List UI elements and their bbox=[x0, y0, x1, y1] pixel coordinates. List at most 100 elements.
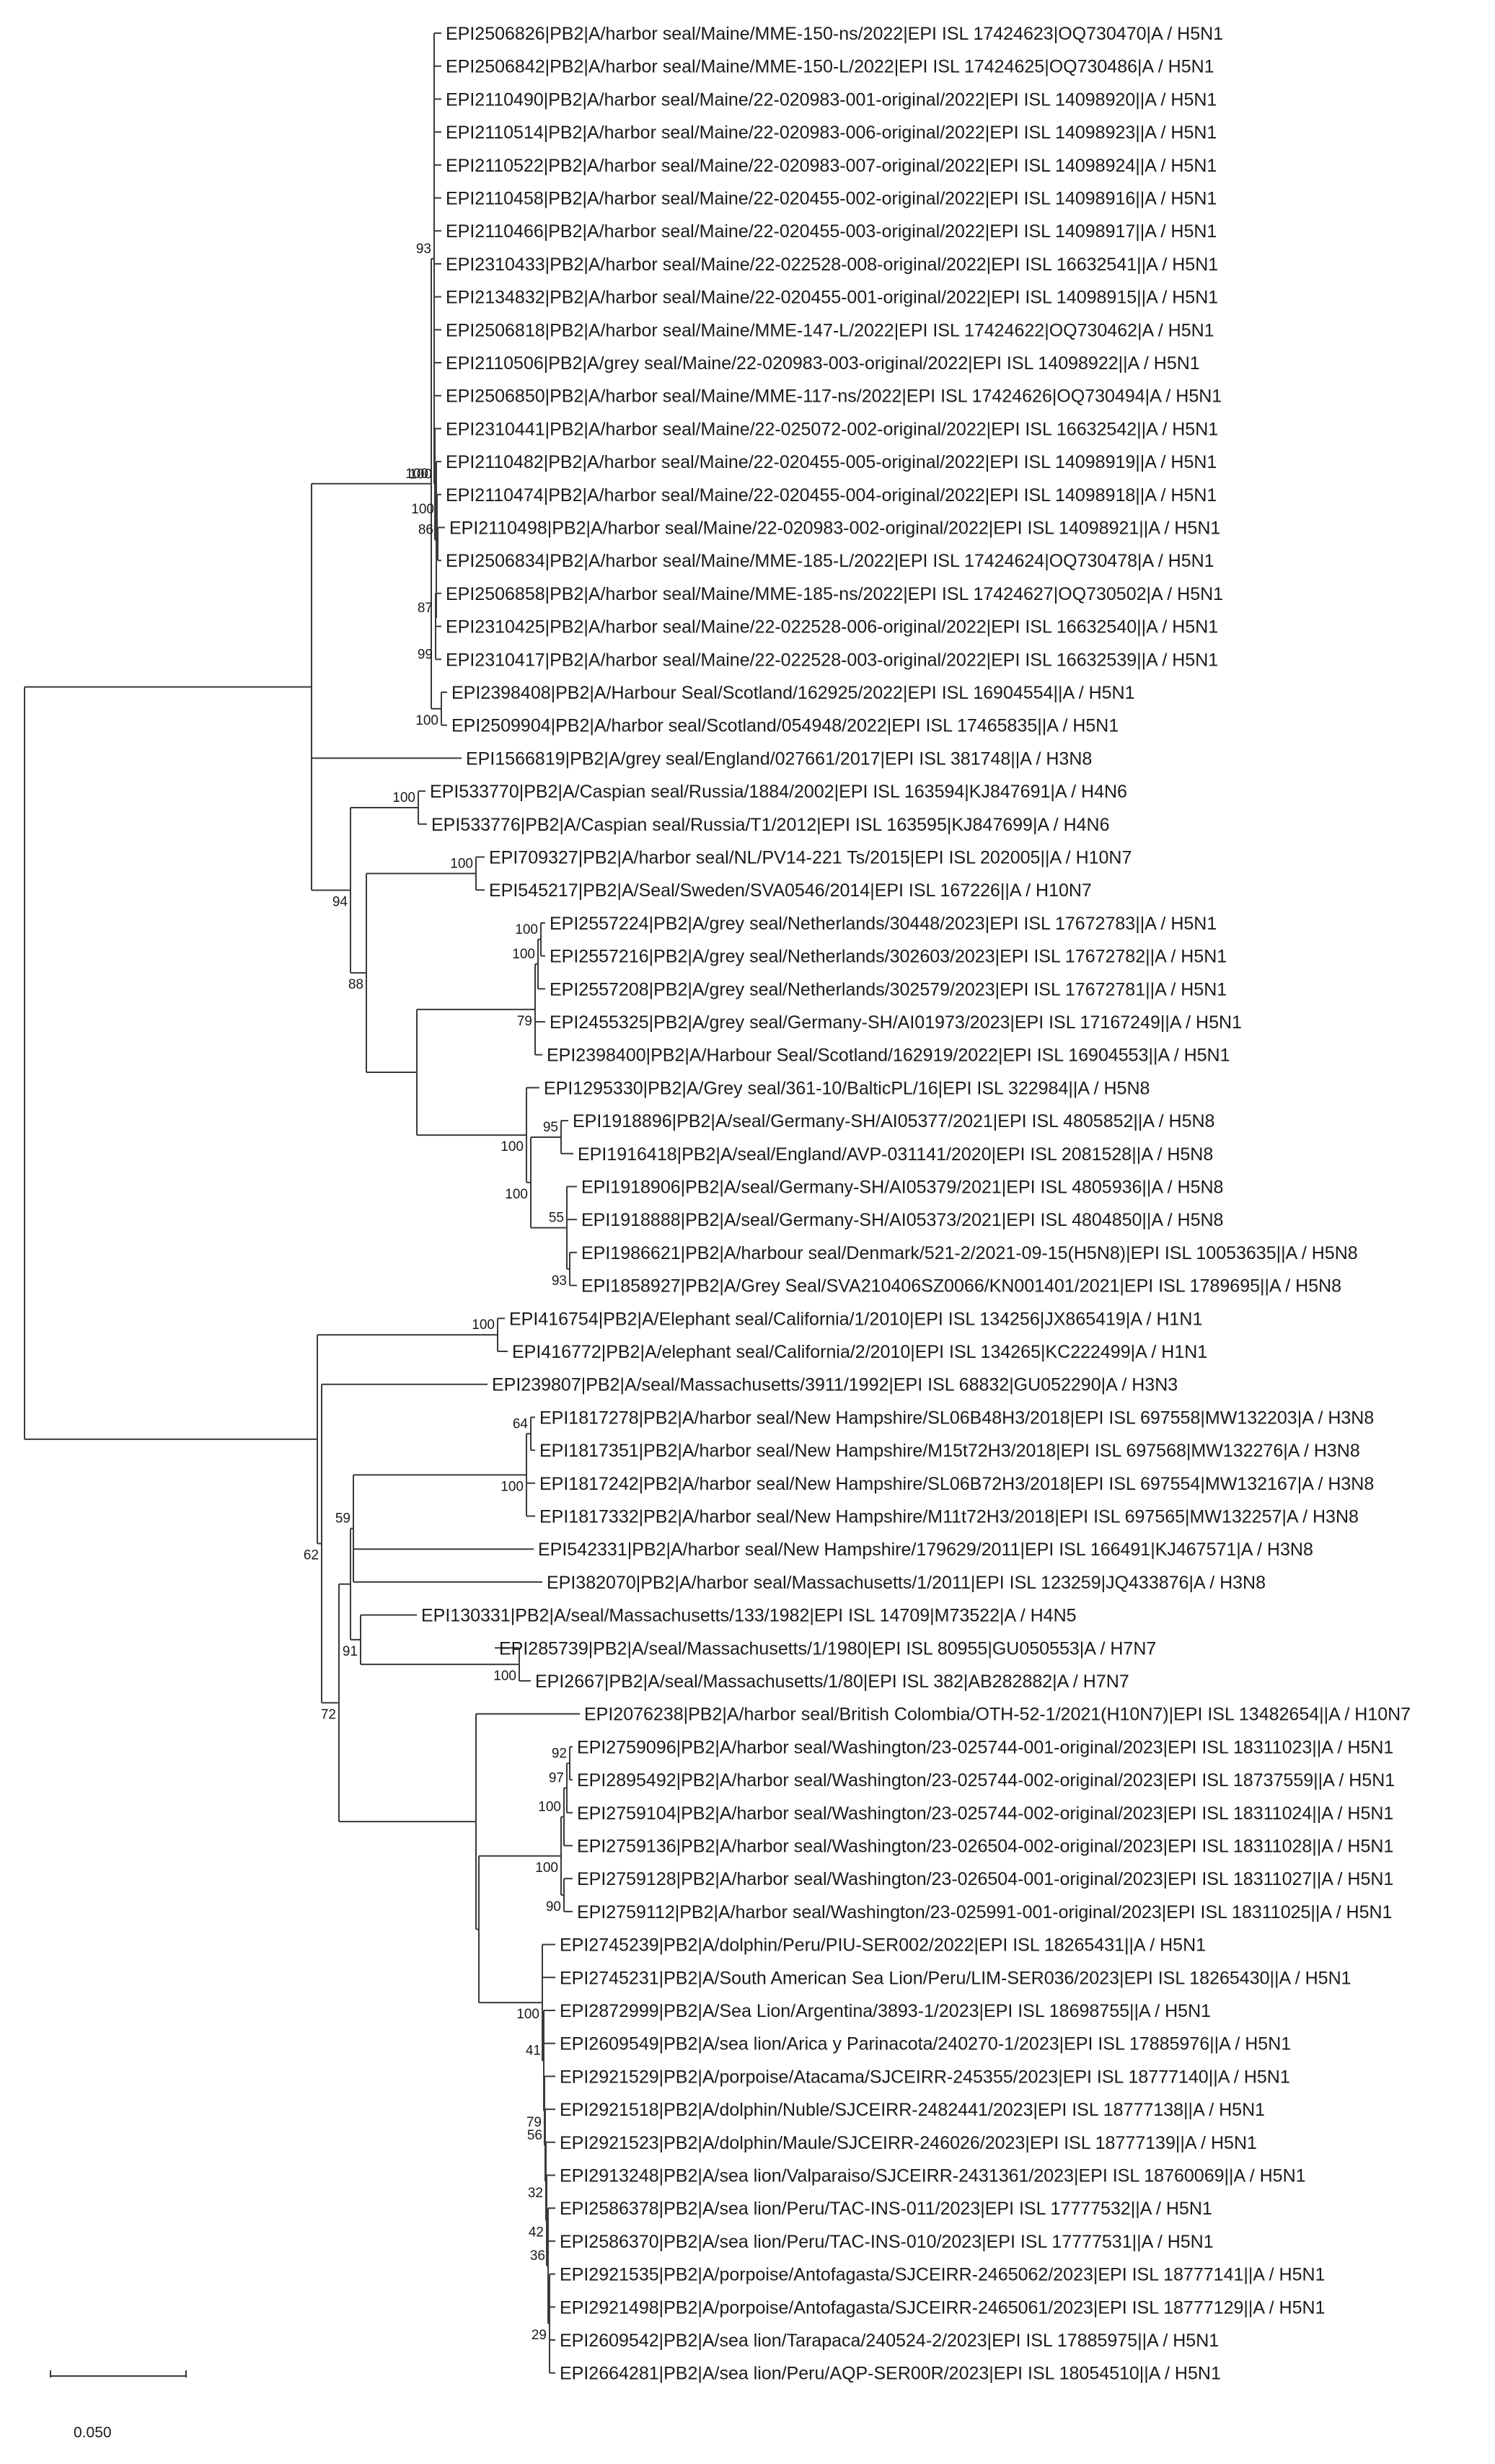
tip-label: EPI2506858|PB2|A/harbor seal/Maine/MME-1… bbox=[446, 584, 1223, 604]
support-value: 92 bbox=[552, 1746, 567, 1761]
tip-label: EPI2557216|PB2|A/grey seal/Netherlands/3… bbox=[550, 947, 1227, 967]
support-value: 100 bbox=[505, 1187, 528, 1202]
support-value: 62 bbox=[304, 1548, 319, 1563]
tip-label: EPI2398400|PB2|A/Harbour Seal/Scotland/1… bbox=[547, 1046, 1230, 1066]
tip-label: EPI2398408|PB2|A/Harbour Seal/Scotland/1… bbox=[451, 683, 1135, 703]
tip-label: EPI545217|PB2|A/Seal/Sweden/SVA0546/2014… bbox=[489, 880, 1092, 901]
support-value: 29 bbox=[532, 2328, 547, 2343]
tip-labels: EPI2506826|PB2|A/harbor seal/Maine/MME-1… bbox=[421, 24, 1411, 2384]
tip-label: EPI2895492|PB2|A/harbor seal/Washington/… bbox=[577, 1770, 1395, 1790]
support-value: 64 bbox=[513, 1416, 529, 1431]
tip-label: EPI2557208|PB2|A/grey seal/Netherlands/3… bbox=[550, 979, 1227, 999]
support-value: 56 bbox=[527, 2128, 542, 2143]
support-value: 36 bbox=[530, 2248, 545, 2264]
tip-label: EPI2310417|PB2|A/harbor seal/Maine/22-02… bbox=[446, 650, 1218, 670]
tip-label: EPI2110466|PB2|A/harbor seal/Maine/22-02… bbox=[446, 221, 1217, 242]
tip-label: EPI2609542|PB2|A/sea lion/Tarapaca/24052… bbox=[560, 2331, 1219, 2351]
tip-label: EPI2921535|PB2|A/porpoise/Antofagasta/SJ… bbox=[560, 2265, 1325, 2285]
tip-label: EPI2921518|PB2|A/dolphin/Nuble/SJCEIRR-2… bbox=[560, 2100, 1265, 2120]
tip-label: EPI1817242|PB2|A/harbor seal/New Hampshi… bbox=[539, 1474, 1374, 1494]
support-value: 79 bbox=[526, 2115, 542, 2130]
tip-label: EPI2872999|PB2|A/Sea Lion/Argentina/3893… bbox=[560, 2001, 1211, 2021]
tip-label: EPI2557224|PB2|A/grey seal/Netherlands/3… bbox=[550, 914, 1217, 934]
tip-label: EPI2310441|PB2|A/harbor seal/Maine/22-02… bbox=[446, 419, 1218, 439]
support-value: 100 bbox=[392, 790, 415, 805]
tip-label: EPI2664281|PB2|A/sea lion/Peru/AQP-SER00… bbox=[560, 2364, 1221, 2384]
tip-label: EPI2609549|PB2|A/sea lion/Arica y Parina… bbox=[560, 2034, 1291, 2054]
support-value: 100 bbox=[472, 1317, 495, 1333]
tip-label: EPI2110522|PB2|A/harbor seal/Maine/22-02… bbox=[446, 156, 1217, 176]
support-value: 88 bbox=[348, 977, 363, 992]
support-value: 72 bbox=[321, 1707, 336, 1722]
support-value: 99 bbox=[418, 647, 433, 662]
support-value: 91 bbox=[343, 1644, 358, 1659]
support-value: 100 bbox=[515, 922, 538, 937]
support-value: 94 bbox=[332, 895, 348, 910]
support-value: 95 bbox=[543, 1120, 558, 1135]
tip-label: EPI416754|PB2|A/Elephant seal/California… bbox=[509, 1309, 1202, 1329]
tip-label: EPI2745231|PB2|A/South American Sea Lion… bbox=[560, 1968, 1351, 1988]
tip-label: EPI2586378|PB2|A/sea lion/Peru/TAC-INS-0… bbox=[560, 2199, 1212, 2219]
tip-label: EPI2759112|PB2|A/harbor seal/Washington/… bbox=[577, 1902, 1392, 1922]
support-value: 93 bbox=[416, 242, 431, 257]
tip-label: EPI1918888|PB2|A/seal/Germany-SH/AI05373… bbox=[581, 1210, 1223, 1230]
tree-branches bbox=[24, 32, 580, 2374]
tip-label: EPI542331|PB2|A/harbor seal/New Hampshir… bbox=[538, 1540, 1313, 1560]
tip-label: EPI2110482|PB2|A/harbor seal/Maine/22-02… bbox=[446, 452, 1217, 472]
tip-label: EPI1986621|PB2|A/harbour seal/Denmark/52… bbox=[581, 1243, 1358, 1263]
support-value: 100 bbox=[415, 713, 438, 728]
support-value: 32 bbox=[528, 2186, 543, 2201]
tip-label: EPI2310433|PB2|A/harbor seal/Maine/22-02… bbox=[446, 255, 1218, 275]
support-value: 97 bbox=[549, 1771, 564, 1786]
tip-label: EPI2745239|PB2|A/dolphin/Peru/PIU-SER002… bbox=[560, 1935, 1206, 1956]
support-value: 41 bbox=[526, 2044, 541, 2059]
tip-label: EPI2455325|PB2|A/grey seal/Germany-SH/AI… bbox=[550, 1012, 1242, 1033]
support-value: 79 bbox=[517, 1014, 532, 1029]
support-value: 100 bbox=[500, 1479, 524, 1494]
support-value: 87 bbox=[418, 601, 433, 616]
tip-label: EPI2509904|PB2|A/harbor seal/Scotland/05… bbox=[451, 716, 1119, 736]
tip-label: EPI1566819|PB2|A/grey seal/England/02766… bbox=[466, 749, 1092, 769]
support-value: 55 bbox=[549, 1211, 564, 1226]
support-value: 100 bbox=[500, 1139, 524, 1154]
tip-label: EPI2759104|PB2|A/harbor seal/Washington/… bbox=[577, 1803, 1393, 1824]
tip-label: EPI1858927|PB2|A/Grey Seal/SVA210406SZ00… bbox=[581, 1276, 1341, 1297]
tip-label: EPI2921529|PB2|A/porpoise/Atacama/SJCEIR… bbox=[560, 2067, 1290, 2087]
tip-label: EPI2134832|PB2|A/harbor seal/Maine/22-02… bbox=[446, 288, 1218, 308]
tip-label: EPI2759136|PB2|A/harbor seal/Washington/… bbox=[577, 1837, 1393, 1857]
tip-label: EPI2506850|PB2|A/harbor seal/Maine/MME-1… bbox=[446, 387, 1222, 407]
tip-label: EPI2110474|PB2|A/harbor seal/Maine/22-02… bbox=[446, 485, 1217, 505]
support-value: 59 bbox=[335, 1511, 350, 1527]
tip-label: EPI2667|PB2|A/seal/Massachusetts/1/80|EP… bbox=[535, 1672, 1129, 1692]
tip-label: EPI1295330|PB2|A/Grey seal/361-10/Baltic… bbox=[544, 1078, 1150, 1098]
tip-label: EPI533770|PB2|A/Caspian seal/Russia/1884… bbox=[430, 782, 1127, 802]
tip-label: EPI2110506|PB2|A/grey seal/Maine/22-0209… bbox=[446, 353, 1200, 374]
tip-label: EPI709327|PB2|A/harbor seal/NL/PV14-221 … bbox=[489, 848, 1132, 868]
tip-label: EPI1817332|PB2|A/harbor seal/New Hampshi… bbox=[539, 1507, 1359, 1527]
tip-label: EPI2506826|PB2|A/harbor seal/Maine/MME-1… bbox=[446, 24, 1223, 44]
support-value: 100 bbox=[535, 1860, 558, 1876]
tip-label: EPI1817351|PB2|A/harbor seal/New Hampshi… bbox=[539, 1441, 1360, 1461]
support-value: 100 bbox=[411, 502, 434, 517]
tip-label: EPI1817278|PB2|A/harbor seal/New Hampshi… bbox=[539, 1408, 1374, 1428]
tip-label: EPI382070|PB2|A/harbor seal/Massachusett… bbox=[547, 1573, 1266, 1593]
support-value: 86 bbox=[418, 523, 433, 538]
tip-label: EPI2586370|PB2|A/sea lion/Peru/TAC-INS-0… bbox=[560, 2232, 1214, 2252]
tip-label: EPI285739|PB2|A/seal/Massachusetts/1/198… bbox=[499, 1638, 1156, 1659]
tip-label: EPI2921523|PB2|A/dolphin/Maule/SJCEIRR-2… bbox=[560, 2133, 1257, 2153]
tip-label: EPI239807|PB2|A/seal/Massachusetts/3911/… bbox=[492, 1375, 1178, 1395]
tip-label: EPI2110498|PB2|A/harbor seal/Maine/22-02… bbox=[449, 518, 1220, 539]
support-value: 90 bbox=[546, 1899, 561, 1915]
tip-label: EPI2076238|PB2|A/harbor seal/British Col… bbox=[584, 1705, 1411, 1725]
support-value: 100 bbox=[516, 2007, 539, 2022]
support-value: 100 bbox=[538, 1800, 561, 1815]
support-value: 42 bbox=[529, 2225, 544, 2240]
tip-label: EPI2310425|PB2|A/harbor seal/Maine/22-02… bbox=[446, 617, 1218, 637]
support-values: 93 100 86 100 87 99 100 100 100 94 100 88 100 100 79 10… bbox=[304, 242, 567, 2343]
tip-label: EPI2506834|PB2|A/harbor seal/Maine/MME-1… bbox=[446, 551, 1214, 571]
support-value: 100 bbox=[409, 467, 432, 482]
tip-label: EPI2506818|PB2|A/harbor seal/Maine/MME-1… bbox=[446, 320, 1214, 340]
scale-bar-label: 0.050 bbox=[74, 2424, 112, 2441]
support-value: 100 bbox=[512, 947, 535, 962]
